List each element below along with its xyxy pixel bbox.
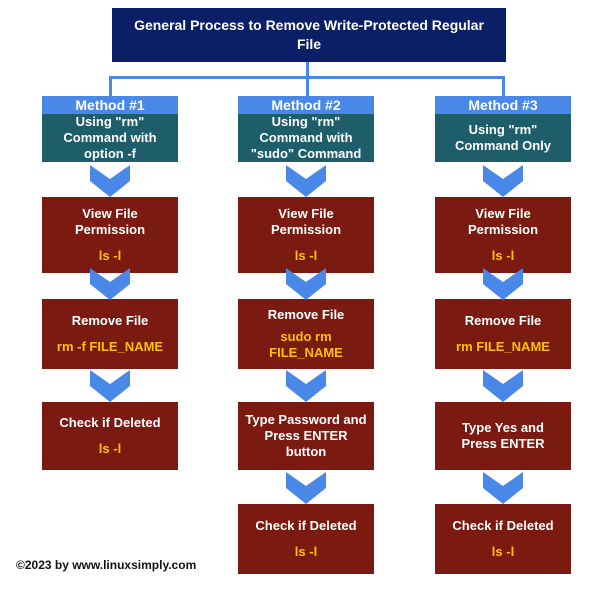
step-label: View File Permission xyxy=(74,206,146,237)
step-label: View File Permission xyxy=(270,206,342,237)
method-3-subtitle: Using "rm" Command Only xyxy=(435,114,571,162)
method-2-header: Method #2 xyxy=(238,96,374,114)
method-3-step-check-deleted: Check if Deleted ls -l xyxy=(435,504,571,574)
chevron-down-arrow-icon xyxy=(483,370,523,402)
step-label: View File Permission xyxy=(467,206,539,237)
chevron-down-arrow-icon xyxy=(286,370,326,402)
method-3-step-view-permission: View File Permission ls -l xyxy=(435,197,571,273)
chevron-down-arrow-icon xyxy=(286,165,326,197)
step-command: ls -l xyxy=(98,248,122,263)
method-3-step-remove-file: Remove File rm FILE_NAME xyxy=(435,299,571,369)
step-label: Remove File xyxy=(71,313,149,328)
step-command: sudo rm FILE_NAME xyxy=(269,329,343,360)
step-label: Type Password and Press ENTER button xyxy=(245,412,367,459)
method-2-step-view-permission: View File Permission ls -l xyxy=(238,197,374,273)
step-command: ls -l xyxy=(98,441,122,456)
method-1-subtitle: Using "rm" Command with option -f xyxy=(42,114,178,162)
step-command: rm -f FILE_NAME xyxy=(56,339,164,354)
connector-col2 xyxy=(306,76,309,96)
chevron-down-arrow-icon xyxy=(90,268,130,300)
chevron-down-arrow-icon xyxy=(90,165,130,197)
copyright-notice: ©2023 by www.linuxsimply.com xyxy=(16,558,197,572)
method-2-step-remove-file: Remove File sudo rm FILE_NAME xyxy=(238,299,374,369)
connector-vertical-title xyxy=(306,62,309,78)
diagram-title: General Process to Remove Write-Protecte… xyxy=(112,8,506,62)
method-1-header: Method #1 xyxy=(42,96,178,114)
method-2-step-type-password: Type Password and Press ENTER button xyxy=(238,402,374,470)
connector-col3 xyxy=(502,76,505,96)
chevron-down-arrow-icon xyxy=(90,370,130,402)
step-label: Type Yes and Press ENTER xyxy=(461,420,545,451)
method-2-step-check-deleted: Check if Deleted ls -l xyxy=(238,504,374,574)
chevron-down-arrow-icon xyxy=(286,268,326,300)
chevron-down-arrow-icon xyxy=(483,268,523,300)
step-command: ls -l xyxy=(491,248,515,263)
method-3-step-type-yes: Type Yes and Press ENTER xyxy=(435,402,571,470)
method-1-step-remove-file: Remove File rm -f FILE_NAME xyxy=(42,299,178,369)
step-command: ls -l xyxy=(294,248,318,263)
chevron-down-arrow-icon xyxy=(483,472,523,504)
chevron-down-arrow-icon xyxy=(483,165,523,197)
step-label: Check if Deleted xyxy=(59,415,161,430)
chevron-down-arrow-icon xyxy=(286,472,326,504)
step-label: Remove File xyxy=(267,307,345,322)
step-label: Check if Deleted xyxy=(255,518,357,533)
step-label: Check if Deleted xyxy=(452,518,554,533)
method-1-step-check-deleted: Check if Deleted ls -l xyxy=(42,402,178,470)
step-command: rm FILE_NAME xyxy=(456,339,550,354)
step-label: Remove File xyxy=(464,313,542,328)
connector-col1 xyxy=(109,76,112,96)
step-command: ls -l xyxy=(294,544,318,559)
method-2-subtitle: Using "rm" Command with "sudo" Command xyxy=(238,114,374,162)
step-command: ls -l xyxy=(491,544,515,559)
method-3-header: Method #3 xyxy=(435,96,571,114)
method-1-step-view-permission: View File Permission ls -l xyxy=(42,197,178,273)
